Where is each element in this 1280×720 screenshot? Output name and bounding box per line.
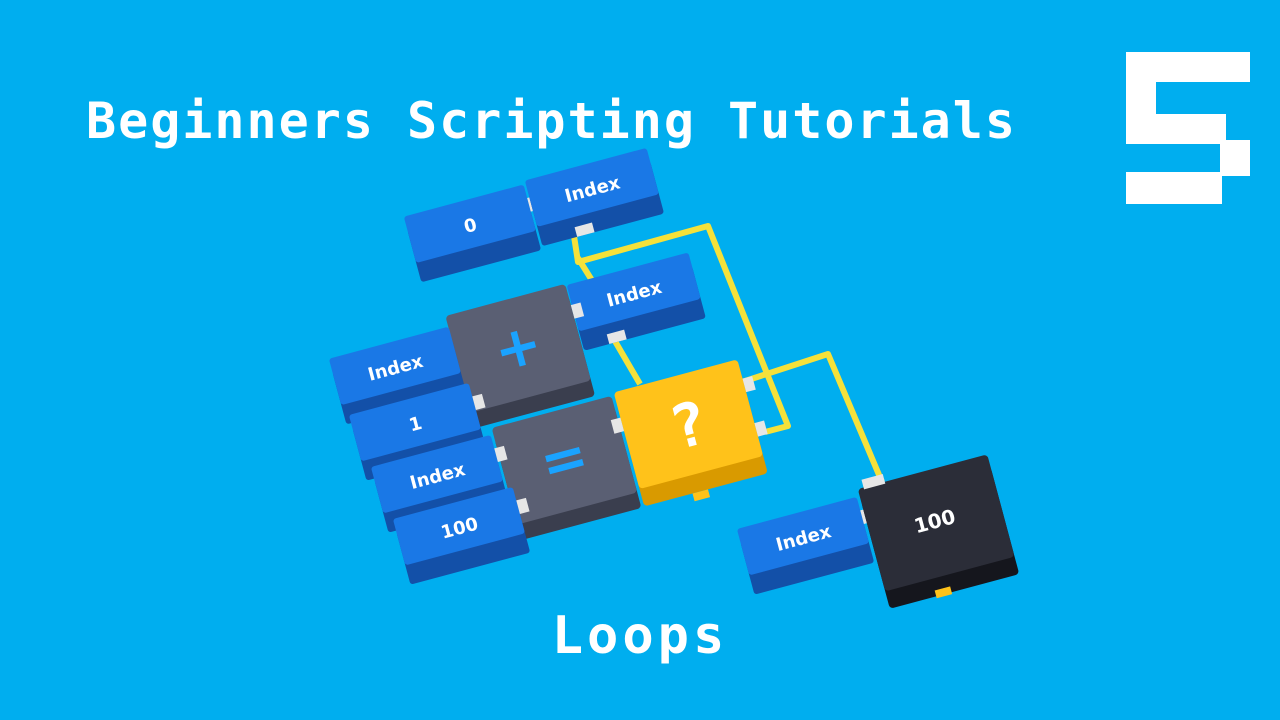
- block-hundred-left[interactable]: 100: [393, 484, 540, 585]
- block-hundred-dark[interactable]: 100: [856, 447, 1020, 611]
- pixel-s-logo: [1126, 52, 1250, 204]
- wires: [571, 223, 885, 484]
- operator-equals-block[interactable]: =: [492, 396, 642, 540]
- block-one[interactable]: 1: [349, 380, 496, 481]
- block-index-top[interactable]: Index: [525, 148, 664, 246]
- block-index-bottom[interactable]: Index: [737, 494, 884, 595]
- operator-plus-block[interactable]: +: [436, 281, 605, 430]
- block-zero-label: 0: [462, 214, 480, 238]
- block-index-left-2[interactable]: Index: [371, 432, 518, 533]
- block-index-left-1[interactable]: Index: [329, 327, 466, 425]
- block-index-mid[interactable]: Index: [567, 252, 706, 351]
- operator-question-block[interactable]: ?: [604, 357, 780, 517]
- page-subtitle: Loops: [551, 606, 729, 666]
- block-one-label: 1: [407, 413, 425, 437]
- block-zero[interactable]: 0: [404, 182, 551, 282]
- page-title: Beginners Scripting Tutorials: [86, 92, 1017, 150]
